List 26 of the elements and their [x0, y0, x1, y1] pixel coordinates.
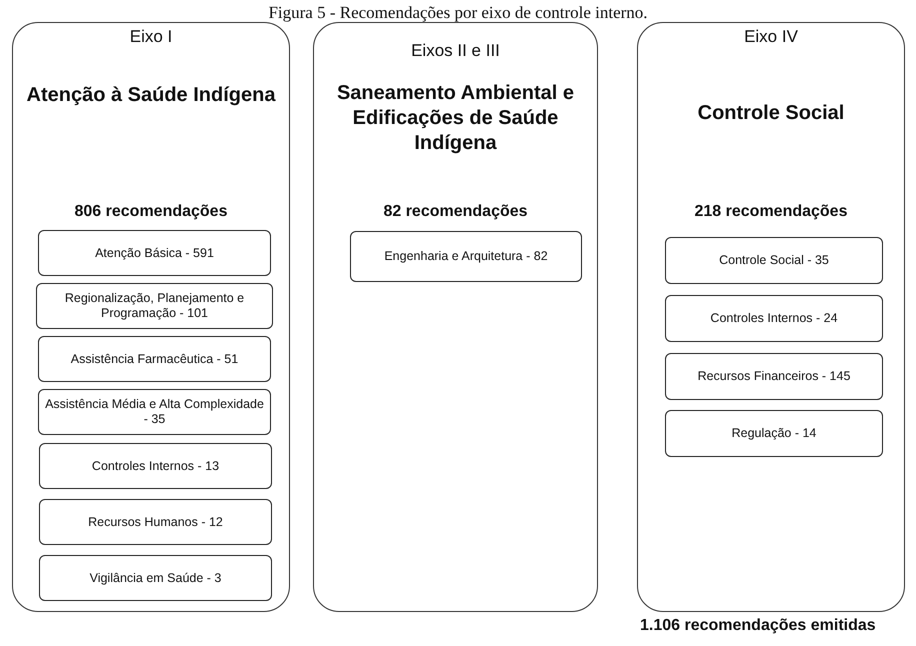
panel-heading: Saneamento Ambiental e Edificações de Saúde Indígena	[336, 81, 576, 156]
count-heading: 82 recomendações	[382, 203, 529, 221]
panel-card	[12, 22, 290, 612]
panel-card	[637, 22, 905, 612]
figure-title: Figura 5 - Recomendações por eixo de controle interno.	[267, 3, 649, 23]
category-box: Vigilância em Saúde - 3	[39, 555, 272, 601]
category-box: Controles Internos - 24	[665, 295, 883, 342]
axis-label: Eixos II e III	[410, 41, 501, 61]
total-label: 1.106 recomendações emitidas	[640, 617, 876, 635]
category-box: Assistência Farmacêutica - 51	[38, 336, 271, 382]
category-box: Engenharia e Arquitetura - 82	[350, 231, 582, 282]
axis-label: Eixo I	[128, 27, 174, 47]
axis-label: Eixo IV	[743, 27, 799, 47]
category-box: Recursos Humanos - 12	[39, 499, 272, 545]
category-box: Recursos Financeiros - 145	[665, 353, 883, 400]
category-box: Controles Internos - 13	[39, 443, 272, 489]
category-box: Assistência Média e Alta Complexidade - 35	[38, 389, 271, 435]
category-box: Controle Social - 35	[665, 237, 883, 284]
count-heading: 218 recomendações	[694, 203, 848, 221]
panel-card	[313, 22, 598, 612]
panel-heading: Atenção à Saúde Indígena	[26, 83, 277, 108]
panel-heading: Controle Social	[696, 101, 846, 126]
category-box: Regionalização, Planejamento e Programação - 101	[36, 283, 273, 329]
count-heading: 806 recomendações	[74, 203, 228, 221]
category-box: Atenção Básica - 591	[38, 230, 271, 276]
category-box: Regulação - 14	[665, 410, 883, 457]
